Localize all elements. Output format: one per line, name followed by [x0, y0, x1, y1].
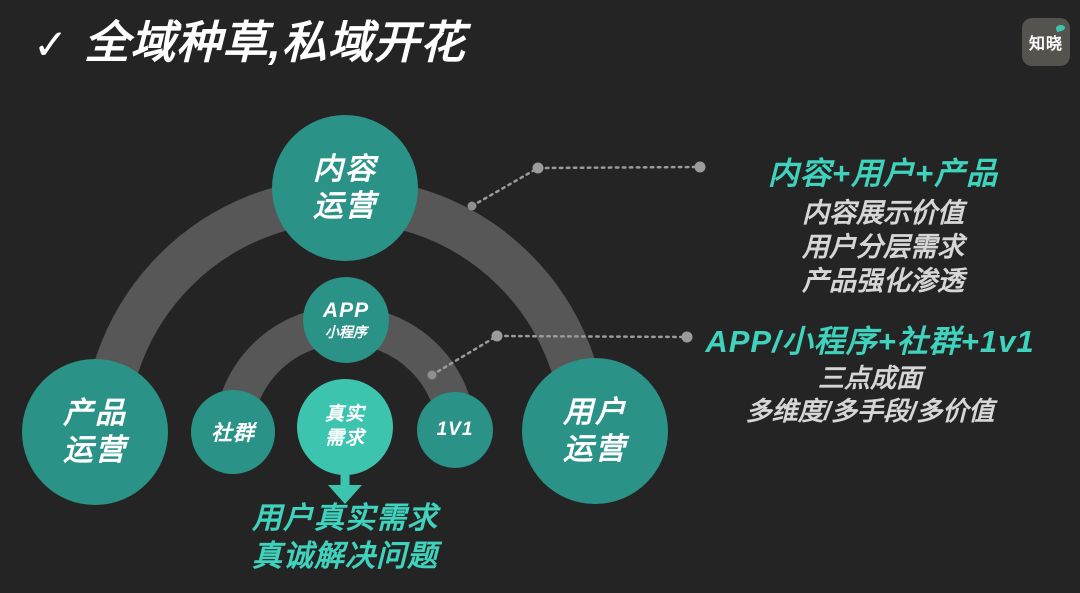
circle-label: 1V1 [436, 419, 474, 440]
annotation1-line: 产品强化渗透 [802, 266, 964, 296]
brand-logo-label: 知晓 [1028, 36, 1063, 53]
circle-real-needs: 真实 需求 [297, 379, 393, 475]
circle-app-miniprogram: APP 小程序 [303, 277, 389, 363]
circle-label: 小程序 [325, 324, 367, 340]
arrow-down-icon [328, 466, 362, 504]
circle-label: 运营 [563, 433, 627, 466]
circle-label: 用户 [563, 396, 627, 429]
annotation2-line: 多维度/多手段/多价值 [745, 396, 995, 426]
circle-user-operations: 用户 运营 [522, 358, 668, 504]
annotation1-heading: 内容+用户+产品 [767, 156, 999, 191]
brand-logo: 知晓 [1022, 18, 1070, 66]
circle-label: 社群 [211, 422, 255, 445]
bottom-note-line: 真诚解决问题 [252, 540, 438, 573]
circle-label: 内容 [313, 153, 377, 186]
annotation2-body: 三点成面 多维度/多手段/多价值 [695, 362, 1045, 428]
circle-label: 真实 [324, 404, 365, 425]
title-text: 全域种草,私域开花 [84, 17, 466, 68]
connector-app [427, 330, 693, 380]
circle-content-operations: 内容 运营 [272, 115, 418, 261]
annotation2-line: 三点成面 [817, 363, 922, 393]
circle-label: 产品 [63, 397, 127, 430]
annotation1-line: 用户分层需求 [802, 232, 964, 262]
circle-1v1: 1V1 [417, 392, 493, 468]
annotation1-body: 内容展示价值 用户分层需求 产品强化渗透 [733, 196, 1033, 298]
annotation1-line: 内容展示价值 [802, 198, 964, 228]
page-title: ✓ 全域种草,私域开花 [33, 16, 466, 70]
circle-community: 社群 [191, 390, 275, 474]
connector-content [467, 161, 706, 211]
check-icon: ✓ [33, 21, 69, 68]
circle-label: 运营 [313, 190, 377, 223]
annotation2-heading: APP/小程序+社群+1v1 [705, 324, 1035, 359]
bottom-note: 用户真实需求 真诚解决问题 [170, 500, 520, 576]
circle-label: APP [322, 299, 370, 322]
circle-product-operations: 产品 运营 [22, 359, 168, 505]
circle-label: 需求 [324, 428, 365, 449]
leaf-icon [1055, 23, 1066, 33]
circle-label: 运营 [63, 434, 127, 467]
bottom-note-line: 用户真实需求 [252, 502, 438, 535]
